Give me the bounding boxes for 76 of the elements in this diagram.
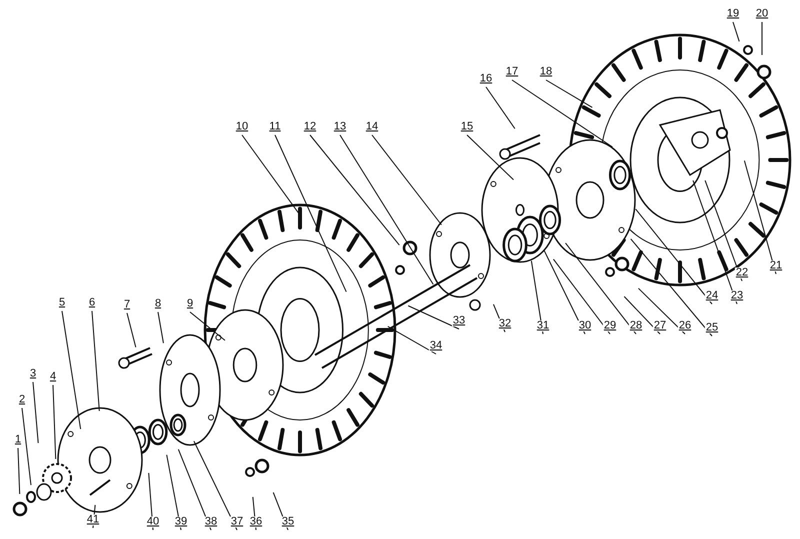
- leader-line: [92, 310, 100, 412]
- leader-line: [340, 134, 434, 285]
- callout-number: 12: [302, 122, 318, 132]
- callout-number: 15: [460, 122, 474, 132]
- callout-number: 24: [704, 290, 720, 302]
- callout-number: 1: [14, 434, 22, 446]
- leader-line: [624, 296, 660, 334]
- leader-line: [408, 305, 460, 330]
- leader-line: [704, 180, 742, 282]
- leader-line: [62, 310, 82, 430]
- callout-number: 33: [452, 316, 466, 326]
- leader-line: [638, 288, 686, 334]
- callout-number: 22: [734, 268, 750, 278]
- callout-number: 4: [48, 372, 58, 382]
- callout-number: 20: [754, 8, 770, 20]
- callout-number: 14: [364, 122, 380, 132]
- leader-line: [552, 258, 610, 334]
- callout-number: 35: [280, 516, 296, 528]
- leader-line: [126, 312, 136, 348]
- callout-number: 10: [234, 122, 250, 132]
- callout-number: 21: [768, 260, 784, 272]
- callout-number: 25: [704, 322, 720, 334]
- leader-line: [372, 134, 442, 226]
- leader-line: [178, 448, 212, 530]
- callout-number: 39: [174, 516, 188, 528]
- leader-line: [52, 384, 56, 460]
- leader-line: [22, 408, 32, 486]
- callout-number: 38: [204, 516, 218, 528]
- leader-line: [148, 472, 154, 530]
- callout-number: 2: [18, 394, 26, 406]
- leader-line: [466, 134, 514, 180]
- leader-line: [512, 80, 613, 148]
- callout-number: 30: [578, 320, 592, 332]
- callout-number: 3: [28, 368, 38, 380]
- leader-line: [486, 86, 516, 130]
- callout-number: 37: [230, 516, 244, 528]
- callout-number: 11: [268, 122, 282, 132]
- callout-number: 27: [652, 320, 668, 332]
- leader-line: [310, 134, 400, 246]
- callout-number: 26: [678, 320, 692, 332]
- leader-line: [546, 80, 593, 108]
- leader-line: [18, 448, 20, 494]
- callout-number: 17: [504, 66, 520, 78]
- callout-number: 34: [428, 340, 444, 352]
- callout-number: 40: [146, 516, 160, 528]
- callout-number: 31: [536, 320, 550, 332]
- leader-line: [543, 250, 586, 334]
- leader-line: [732, 22, 740, 42]
- callout-number: 41: [86, 514, 100, 526]
- leader-line: [387, 326, 436, 354]
- callout-number: 23: [730, 290, 744, 302]
- callout-number: 16: [478, 74, 494, 84]
- leader-line: [692, 180, 738, 304]
- callout-number: 5: [58, 298, 66, 308]
- callout-number: 8: [154, 298, 162, 310]
- leader-line: [242, 134, 300, 216]
- callout-number: 18: [538, 66, 554, 78]
- leader-line: [635, 208, 712, 304]
- leader-line: [530, 260, 544, 334]
- leader-line: [193, 440, 238, 530]
- callout-number: 9: [186, 298, 194, 310]
- leader-line: [274, 134, 347, 292]
- callout-number: 29: [602, 320, 618, 332]
- callout-number: 6: [88, 298, 96, 308]
- callout-number: 32: [498, 318, 512, 330]
- callout-number: 7: [122, 300, 132, 310]
- leader-line: [190, 312, 226, 341]
- leader-line: [158, 312, 164, 344]
- leader-line: [630, 238, 712, 336]
- leader-line: [744, 160, 776, 274]
- callout-number: 36: [248, 516, 264, 528]
- callout-number: 28: [628, 320, 644, 332]
- callout-number: 19: [726, 8, 740, 20]
- callout-number: 13: [332, 122, 348, 132]
- leader-line: [32, 382, 39, 444]
- leader-line: [565, 242, 636, 334]
